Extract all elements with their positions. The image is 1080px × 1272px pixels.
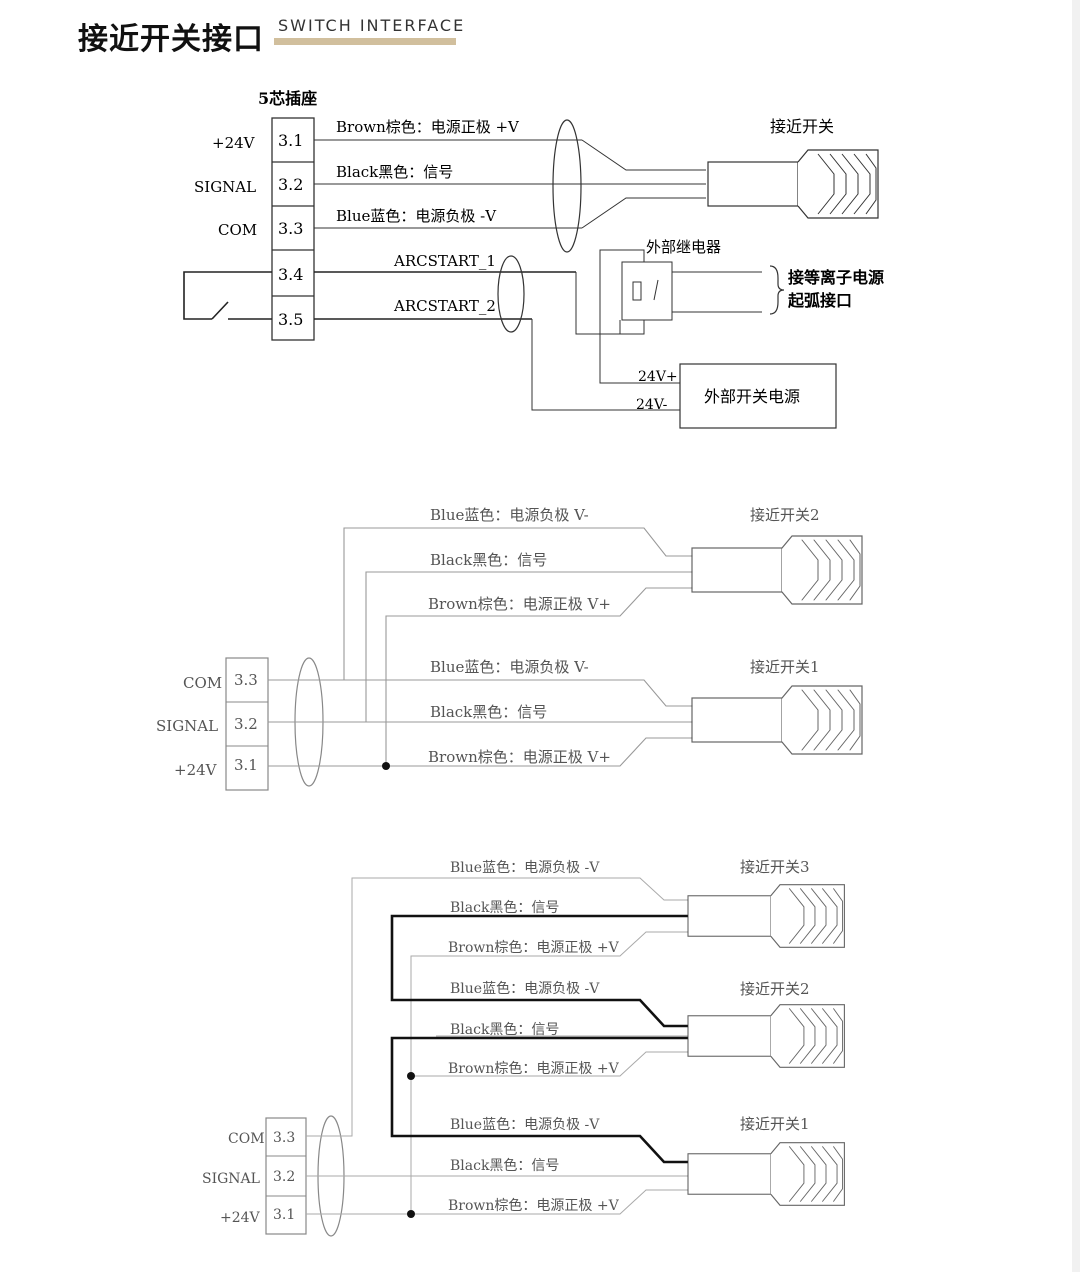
pin-label-24v: +24V [174,761,218,779]
brace-icon [769,265,785,315]
relay-contacts [621,261,673,321]
sensor1-label: 接近开关1 [740,1115,810,1133]
arcstart-1: ARCSTART_1 [393,252,496,270]
chain-wire-1 [390,914,688,1028]
pin-3-3: 3.3 [273,1130,295,1146]
sensor3-wire-black: Black黑色：信号 [450,899,559,916]
chain-wire-2 [390,1036,688,1164]
diagram-1-direct-wiring: 5芯插座 3.1 3.2 3.3 3.4 3.5 +24V SIGNAL COM… [183,89,884,429]
power-pin-minus: 24V- [636,397,668,413]
sensor2-label: 接近开关2 [750,506,820,524]
external-power-box [679,363,837,429]
pin-label-com: COM [228,1131,265,1147]
relay-label: 外部继电器 [646,238,721,256]
socket-block [265,1117,307,1235]
junction-dot [407,1072,415,1080]
pin-3-5: 3.5 [278,310,303,329]
relay-coil-icon [632,281,642,301]
diagram-3-three-sensors: 3.3 3.2 3.1 COM SIGNAL +24V Blue蓝色：电源负极 … [202,858,845,1237]
power-pin-plus: 24V+ [638,369,678,385]
junction-dot [407,1210,415,1218]
pin-label-24v: +24V [212,134,256,152]
wire-brown: Brown棕色：电源正极 +V [336,118,520,136]
pin-3-3: 3.3 [234,671,258,689]
sensor1-wire-brown: Brown棕色：电源正极 +V [448,1197,620,1214]
sensor1-wire-black: Black黑色：信号 [430,703,547,721]
arc-cable-bundle [497,255,525,333]
page-subtitle: SWITCH INTERFACE [278,16,466,35]
title-underline [274,38,456,45]
pin-3-3: 3.3 [278,219,303,238]
socket-title: 5芯插座 [258,89,317,108]
page-edge [1072,0,1080,1272]
sensor3-label: 接近开关3 [740,858,810,876]
pin-3-2: 3.2 [273,1169,295,1185]
sensor2-label: 接近开关2 [740,980,810,998]
sensor2-wire-black: Black黑色：信号 [430,551,547,569]
sensor3-wire-brown: Brown棕色：电源正极 +V [448,939,620,956]
switch-contact [211,301,229,320]
pin-label-signal: SIGNAL [194,178,256,196]
plasma-label-1: 接等离子电源 [788,268,884,287]
pin-label-signal: SIGNAL [156,717,218,735]
pin-3-1: 3.1 [278,131,303,150]
sensor2-wire-brown: Brown棕色：电源正极 +V [448,1060,620,1077]
pin-3-2: 3.2 [234,715,258,733]
cable-bundle [552,119,582,253]
pin-label-com: COM [183,674,222,692]
socket-block [271,117,315,341]
sensor1-wire-blue: Blue蓝色：电源负极 V- [430,658,589,676]
proximity-sensor-2-icon [687,1004,845,1068]
arcstart-2: ARCSTART_2 [393,297,496,315]
diagram-2-two-sensors: 3.3 3.2 3.1 COM SIGNAL +24V Blue蓝色：电源负极 … [156,506,863,791]
sensor2-wire-blue: Blue蓝色：电源负极 V- [430,506,589,524]
sensor2-wire-brown: Brown棕色：电源正极 V+ [428,595,611,613]
proximity-sensor-2-icon [691,535,863,605]
sensor2-wire-black: Black黑色：信号 [450,1021,559,1038]
plasma-label-2: 起弧接口 [787,291,852,310]
sensor-label: 接近开关 [770,117,834,136]
sensor2-wire-blue: Blue蓝色：电源负极 -V [450,980,600,997]
sensor1-wire-brown: Brown棕色：电源正极 V+ [428,748,611,766]
pin-3-2: 3.2 [278,175,303,194]
pin-3-1: 3.1 [234,756,258,774]
wire-black: Black黑色：信号 [336,163,453,181]
pin-3-1: 3.1 [273,1207,295,1223]
proximity-sensor-1-icon [691,685,863,755]
proximity-sensor-icon [707,149,879,219]
pin-label-24v: +24V [220,1210,261,1226]
junction-dot [382,762,390,770]
power-label: 外部开关电源 [704,387,800,406]
pin-3-4: 3.4 [278,265,303,284]
sensor1-wire-black: Black黑色：信号 [450,1157,559,1174]
pin-label-com: COM [218,221,257,239]
page-title: 接近开关接口 [78,22,264,57]
wire-blue: Blue蓝色：电源负极 -V [336,207,497,225]
switch-wire [183,271,272,320]
proximity-sensor-1-icon [687,1142,845,1206]
sensor1-wire-blue: Blue蓝色：电源负极 -V [450,1116,600,1133]
pin-label-signal: SIGNAL [202,1171,260,1187]
socket-block [225,657,269,791]
sensor3-wire-blue: Blue蓝色：电源负极 -V [450,859,600,876]
sensor1-label: 接近开关1 [750,658,820,676]
proximity-sensor-3-icon [687,884,845,948]
